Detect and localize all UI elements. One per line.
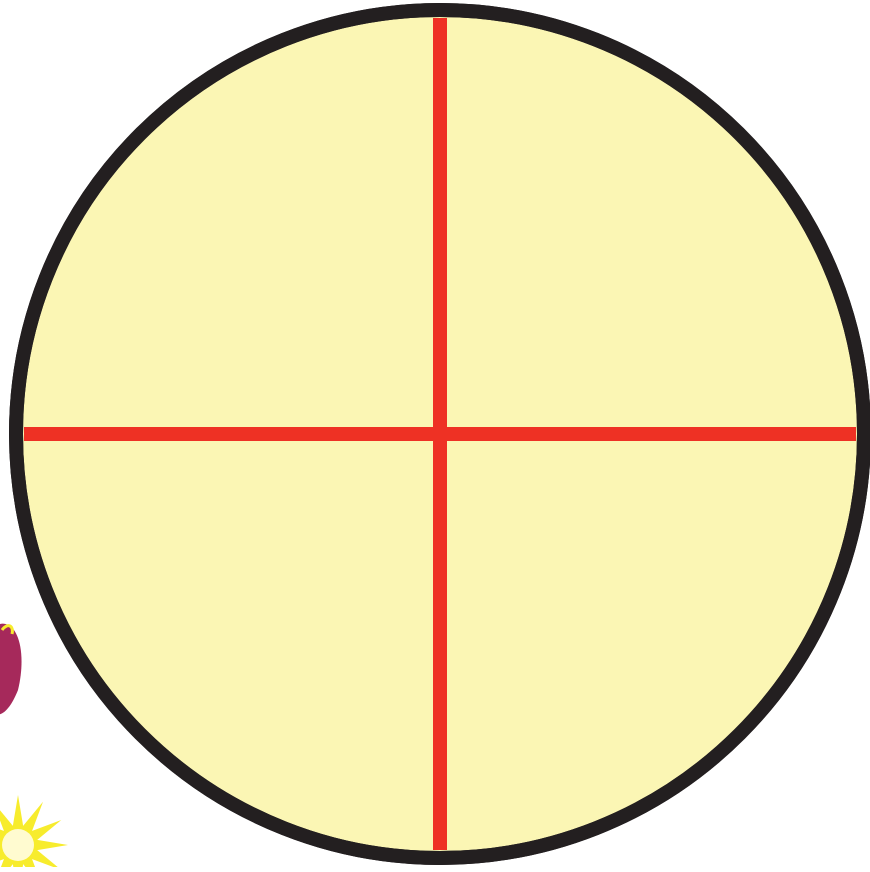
berry-icon — [0, 624, 22, 715]
sparkle-star-icon — [0, 795, 68, 867]
